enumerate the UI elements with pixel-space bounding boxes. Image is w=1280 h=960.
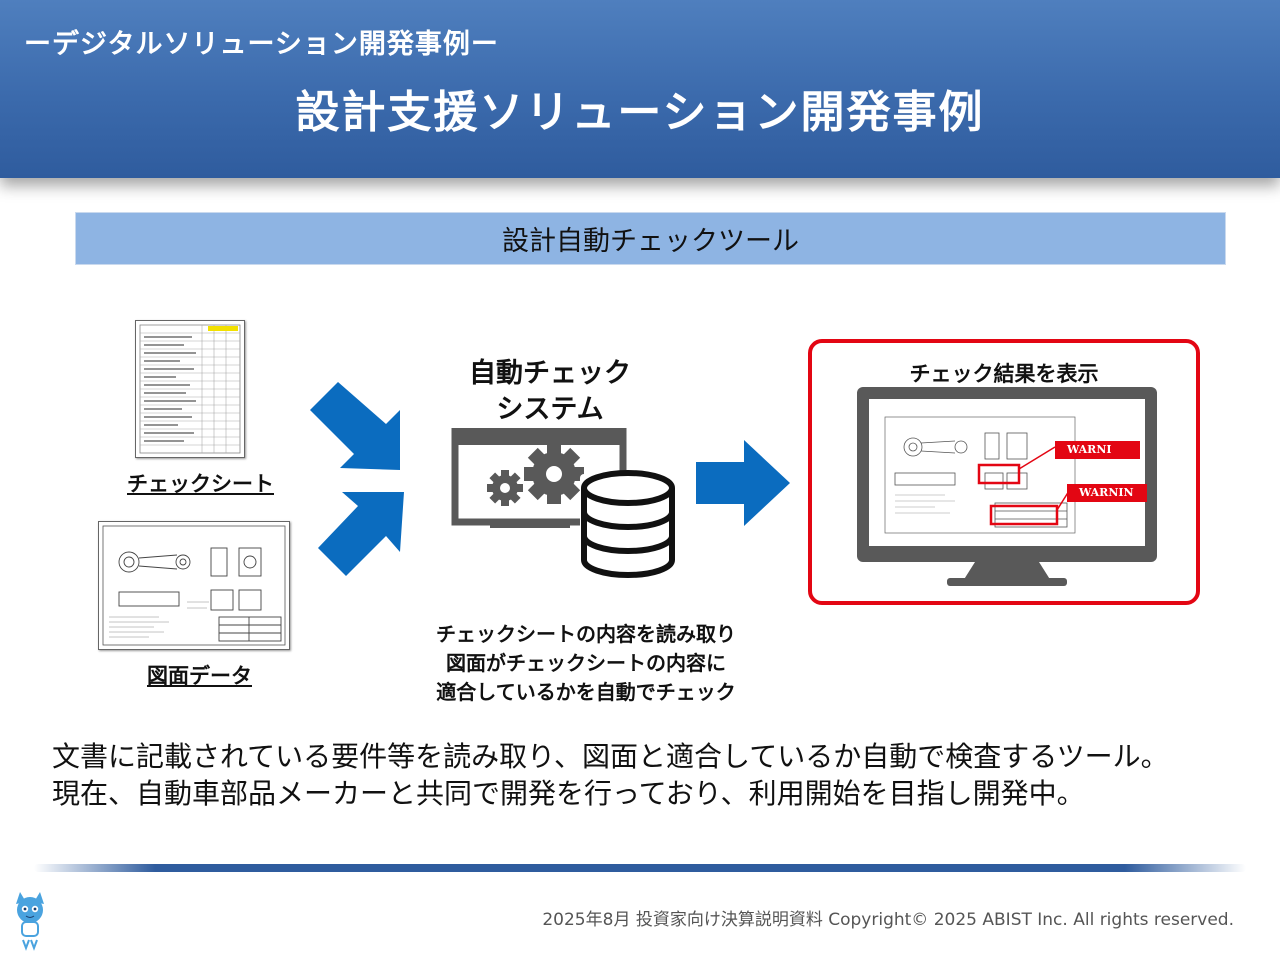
input-arrows xyxy=(310,382,404,576)
system-graphic xyxy=(451,428,676,578)
description-line2: 現在、自動車部品メーカーと共同で開発を行っており、利用開始を目指し開発中。 xyxy=(52,777,1085,810)
result-title: チェック結果を表示 xyxy=(909,362,1099,386)
system-desc-line1: チェックシートの内容を読み取り xyxy=(436,622,736,646)
warning-label-1: WARNI xyxy=(1055,441,1140,459)
checksheet-lines xyxy=(139,324,241,454)
checksheet-thumbnail xyxy=(135,320,245,458)
system-desc-line3: 適合しているかを自動でチェック xyxy=(436,680,736,704)
gear-icon xyxy=(524,444,584,504)
arrow-icon xyxy=(696,440,790,526)
system-title-line2: システム xyxy=(496,394,604,425)
checksheet-label: チェックシート xyxy=(127,472,274,496)
drawing-label: 図面データ xyxy=(147,664,252,688)
result-panel xyxy=(808,339,1200,605)
header-kicker: ーデジタルソリューション開発事例ー xyxy=(24,29,499,60)
section-title: 設計自動チェックツール xyxy=(502,226,799,257)
drawing-thumbnail xyxy=(98,521,290,650)
footer-divider xyxy=(34,864,1246,872)
warning-label-2: WARNIN xyxy=(1067,484,1147,502)
database-icon xyxy=(580,470,676,578)
arrow-icon xyxy=(318,492,404,576)
header-banner: ーデジタルソリューション開発事例ー 設計支援ソリューション開発事例 xyxy=(0,0,1280,178)
gear-icon xyxy=(487,470,523,506)
system-desc-line2: 図面がチェックシートの内容に xyxy=(446,651,726,675)
page-title: 設計支援ソリューション開発事例 xyxy=(295,87,985,138)
arrow-icon xyxy=(310,382,400,470)
description-text: 文書に記載されている要件等を読み取り、図面と適合しているか自動で検査するツール。… xyxy=(52,738,1169,812)
mascot-icon xyxy=(16,892,44,951)
system-title-line1: 自動チェック xyxy=(469,358,631,389)
system-title: 自動チェック システム xyxy=(440,356,660,428)
section-title-bar: 設計自動チェックツール xyxy=(75,212,1226,265)
monitor-icon xyxy=(857,387,1157,586)
footer-text: 2025年8月 投資家向け決算説明資料 Copyright© 2025 ABIS… xyxy=(542,910,1234,930)
description-line1: 文書に記載されている要件等を読み取り、図面と適合しているか自動で検査するツール。 xyxy=(52,740,1169,773)
drawing-lines xyxy=(102,525,286,646)
system-description: チェックシートの内容を読み取り 図面がチェックシートの内容に 適合しているかを自… xyxy=(396,620,776,707)
